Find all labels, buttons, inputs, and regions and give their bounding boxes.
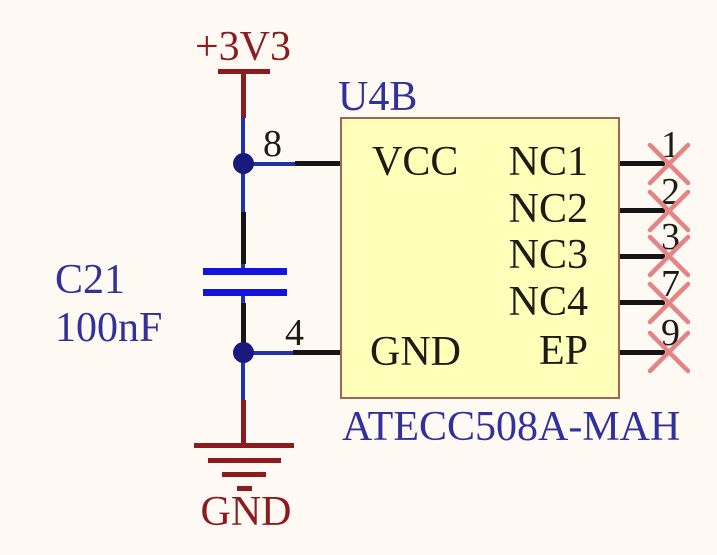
capacitor-lead-top	[241, 212, 246, 264]
capacitor-plate-top	[203, 268, 287, 275]
pin-stub-1	[620, 161, 665, 166]
ground-label: GND	[200, 489, 292, 535]
capacitor-lead-bottom	[241, 303, 246, 344]
pin-number-4: 4	[285, 312, 304, 354]
pin-name-nc2: NC2	[508, 186, 588, 232]
pin-name-vcc: VCC	[372, 139, 459, 185]
pin-number-9: 9	[661, 312, 680, 354]
power-port-3v3-label: +3V3	[194, 24, 292, 70]
power-port-bar	[218, 69, 270, 74]
no-connect-x-icon	[647, 189, 691, 233]
ground-bar-4	[237, 486, 252, 491]
pin-name-gnd: GND	[370, 329, 461, 375]
pin-stub-9	[620, 350, 665, 355]
no-connect-x-icon	[647, 330, 691, 374]
pin-name-nc1: NC1	[508, 139, 588, 185]
power-port-stem	[241, 73, 246, 118]
ic-designator: U4B	[338, 74, 418, 120]
pin-name-ep: EP	[538, 328, 588, 374]
wire-vcc	[243, 162, 297, 166]
wire-junction-to-cap	[241, 163, 245, 213]
ground-bar-3	[222, 472, 266, 477]
pin-number-1: 1	[661, 124, 680, 166]
wire-cap-bottom-stub	[241, 296, 245, 305]
capacitor-plate-bottom	[203, 289, 287, 296]
ic-body	[340, 117, 620, 399]
pin-number-3: 3	[661, 216, 680, 258]
wire-cap-top-stub	[241, 262, 245, 270]
wire-gnd	[243, 351, 295, 355]
junction-dot-vcc	[233, 153, 254, 174]
ground-bar-1	[194, 443, 294, 448]
pin-number-2: 2	[661, 171, 680, 213]
pin-stub-4	[293, 350, 340, 355]
capacitor-value: 100nF	[55, 305, 163, 351]
ic-part-number: ATECC508A-MAH	[342, 404, 681, 450]
pin-number-7: 7	[661, 263, 680, 305]
pin-stub-8	[295, 161, 340, 166]
no-connect-x-icon	[647, 234, 691, 278]
junction-dot-gnd	[233, 342, 254, 363]
pin-stub-7	[620, 300, 665, 305]
ground-stem	[241, 400, 246, 445]
ground-bar-2	[208, 458, 281, 463]
no-connect-x-icon	[647, 281, 691, 325]
pin-stub-3	[620, 254, 665, 259]
pin-stub-2	[620, 208, 665, 213]
capacitor-designator: C21	[55, 257, 126, 303]
pin-name-nc4: NC4	[508, 279, 588, 325]
wire-3v3-to-junction	[241, 117, 245, 165]
pin-name-nc3: NC3	[508, 232, 588, 278]
pin-number-8: 8	[263, 123, 282, 165]
no-connect-x-icon	[647, 142, 691, 186]
wire-junction-to-gnd	[241, 353, 245, 402]
